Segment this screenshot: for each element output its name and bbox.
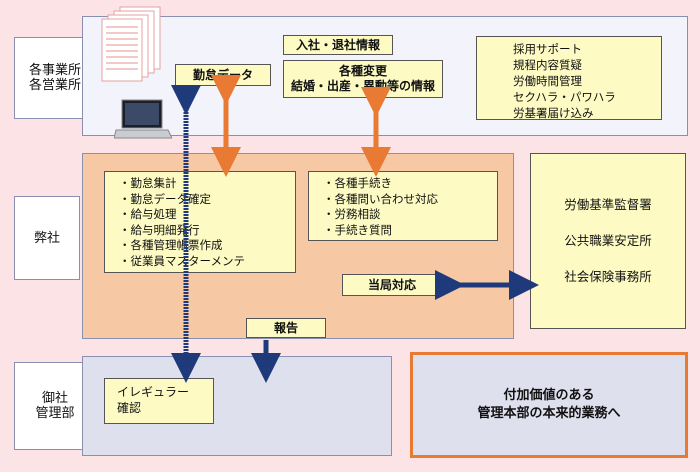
- support-item: 労働時間管理: [513, 74, 582, 88]
- task-item: 勤怠集計: [119, 176, 295, 192]
- task-item: 勤怠データ確定: [119, 192, 295, 208]
- support-item: 労基署届け込み: [513, 106, 594, 120]
- tag-join-leave-info: 入社・退社情報: [283, 35, 393, 55]
- tag-changes-info: 各種変更 結婚・出産・異動等の情報: [283, 60, 443, 98]
- task-item: 給与処理: [119, 207, 295, 223]
- tag-authority-response: 当局対応: [342, 274, 442, 296]
- tag-report: 報告: [246, 318, 326, 338]
- task-item: 給与明細発行: [119, 223, 295, 239]
- support-list-box: 採用サポート 規程内容質疑 労働時間管理 セクハラ・パワハラ 労基署届け込み: [476, 36, 662, 120]
- task-item: 各種管理帳票作成: [119, 238, 295, 254]
- documents-icon: [101, 6, 161, 82]
- support-item: 採用サポート: [513, 42, 582, 56]
- company-tasks-left: 勤怠集計 勤怠データ確定 給与処理 給与明細発行 各種管理帳票作成 従業員マスタ…: [104, 171, 296, 273]
- task-item: 各種問い合わせ対応: [323, 192, 497, 208]
- laptop-icon: [114, 99, 172, 139]
- task-item: 各種手続き: [323, 176, 497, 192]
- irregular-check-box: イレギュラー 確認: [104, 378, 214, 424]
- support-item: セクハラ・パワハラ: [513, 90, 616, 104]
- company-tasks-right: 各種手続き 各種問い合わせ対応 労務相談 手続き質問: [308, 171, 498, 241]
- authority-item: 公共職業安定所: [564, 233, 652, 248]
- task-item: 労務相談: [323, 207, 497, 223]
- label-company: 弊社: [14, 196, 80, 280]
- tag-attendance-data: 勤怠データ: [175, 64, 271, 86]
- authorities-box: 労働基準監督署 公共職業安定所 社会保険事務所: [530, 153, 686, 329]
- value-message-box: 付加価値のある 管理本部の本来的業務へ: [410, 352, 688, 458]
- task-item: 手続き質問: [323, 223, 497, 239]
- authority-item: 社会保険事務所: [564, 269, 652, 284]
- authority-item: 労働基準監督署: [564, 197, 652, 212]
- support-item: 規程内容質疑: [513, 58, 582, 72]
- task-item: 従業員マスターメンテ: [119, 254, 295, 270]
